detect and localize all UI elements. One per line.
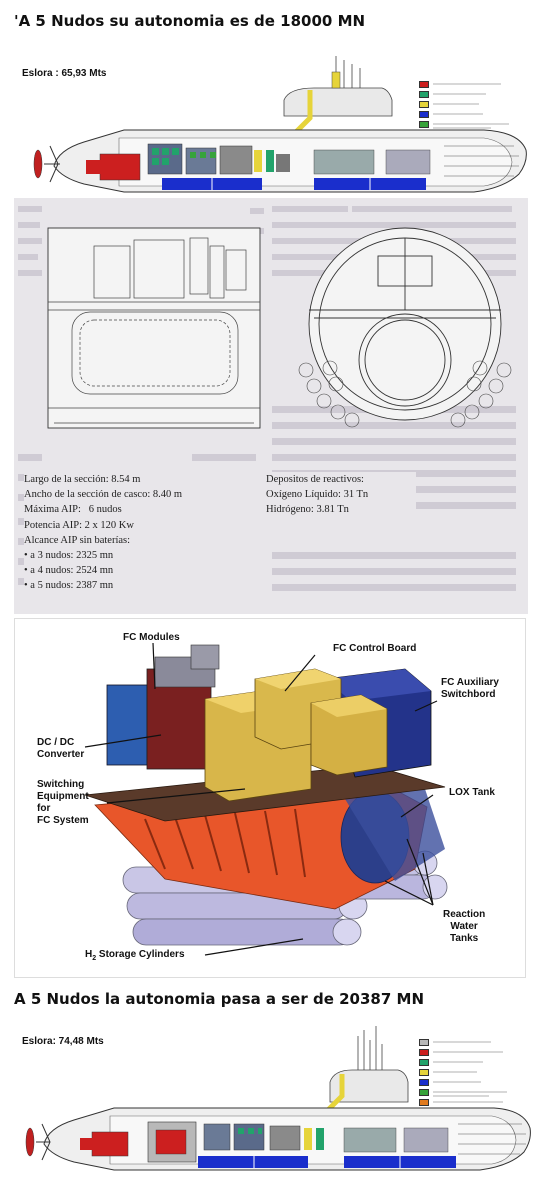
legend-item [419, 1038, 434, 1046]
aip-specs-right: Depositos de reactivos: Oxígeno Líquido:… [266, 472, 416, 518]
legend-item [419, 90, 434, 98]
fc-aux-line-2: Switchbord [441, 689, 496, 700]
top-eslora-label: Eslora : 65,93 Mts [22, 68, 107, 79]
spec-line: • a 3 nudos: 2325 mn [24, 550, 114, 562]
legend-item [419, 100, 434, 108]
fc-module-panel: FC Modules FC Control Board FC Auxiliary… [14, 618, 526, 978]
legend-item [419, 1068, 434, 1076]
reaction-line-2: Water [450, 921, 478, 932]
lox-tank-label: LOX Tank [449, 787, 495, 798]
spec-line: Alcance AIP sin baterías: [24, 534, 131, 546]
reaction-line-1: Reaction [443, 909, 486, 920]
legend-item [419, 1088, 434, 1096]
bottom-eslora-label: Eslora: 74,48 Mts [22, 1036, 104, 1047]
reaction-line-3: Tanks [450, 933, 479, 944]
spec-line: Largo de la sección: 8.54 m [24, 474, 141, 485]
fc-aux-line-1: FC Auxiliary [441, 677, 499, 688]
legend-item [419, 1078, 434, 1086]
h2-suffix: Storage Cylinders [96, 949, 185, 960]
legend-item [419, 110, 434, 118]
legend-item [419, 1098, 434, 1106]
fc-modules-label: FC Modules [123, 632, 180, 643]
spec-line: Potencia AIP: 2 x 120 Kw [24, 519, 134, 531]
top-submarine-panel: Eslora : 65,93 Mts [14, 38, 536, 196]
h2-storage-label: H2 Storage Cylinders [85, 949, 185, 965]
legend-lines [433, 1041, 507, 1103]
spec-line: Hidrógeno: 3.81 Tn [266, 504, 349, 516]
spec-line: Máxima AIP: 6 nudos [24, 504, 122, 516]
legend-item [419, 1058, 434, 1066]
spec-line: Ancho de la sección de casco: 8.40 m [24, 489, 183, 501]
bottom-heading: A 5 Nudos la autonomia pasa a ser de 203… [14, 990, 424, 1008]
spec-line: Depositos de reactivos: [266, 474, 364, 485]
aip-section-panel: Largo de la sección: 8.54 m Ancho de la … [14, 198, 528, 614]
top-heading: 'A 5 Nudos su autonomia es de 18000 MN [14, 12, 366, 30]
fc-aux-switchboard-label: FC Auxiliary Switchbord [441, 677, 499, 701]
switching-equipment-label: Switching Equipment for FC System [37, 779, 89, 827]
submarine-profile-top [33, 56, 527, 193]
spec-line: • a 4 nudos: 2524 mn [24, 565, 114, 577]
switching-line-2: Equipment [37, 791, 89, 802]
aip-specs-left: Largo de la sección: 8.54 m Ancho de la … [24, 472, 264, 594]
h2-subscript: 2 [92, 955, 97, 962]
legend-item [419, 120, 434, 128]
bottom-submarine-panel: Eslora: 74,48 Mts [14, 1016, 536, 1192]
switching-line-1: Switching [37, 779, 85, 790]
bottom-legend [419, 1038, 529, 1138]
fc-control-board-label: FC Control Board [333, 643, 417, 654]
spec-line: Oxígeno Líquido: 31 Tn [266, 489, 369, 501]
switching-line-4: FC System [37, 815, 89, 826]
legend-item [419, 1048, 434, 1056]
dc-converter-label: DC / DC Converter [37, 737, 84, 761]
fc-module-drawing [84, 642, 448, 956]
spec-line: • a 5 nudos: 2387 mn [24, 580, 114, 592]
dc-line-1: DC / DC [37, 737, 75, 748]
legend-item [419, 80, 434, 88]
submarine-profile-bottom [25, 1026, 531, 1171]
reaction-water-tanks-label: Reaction Water Tanks [443, 909, 485, 945]
h2-prefix: H [85, 949, 93, 960]
dc-line-2: Converter [37, 749, 85, 760]
switching-line-3: for [37, 803, 51, 814]
